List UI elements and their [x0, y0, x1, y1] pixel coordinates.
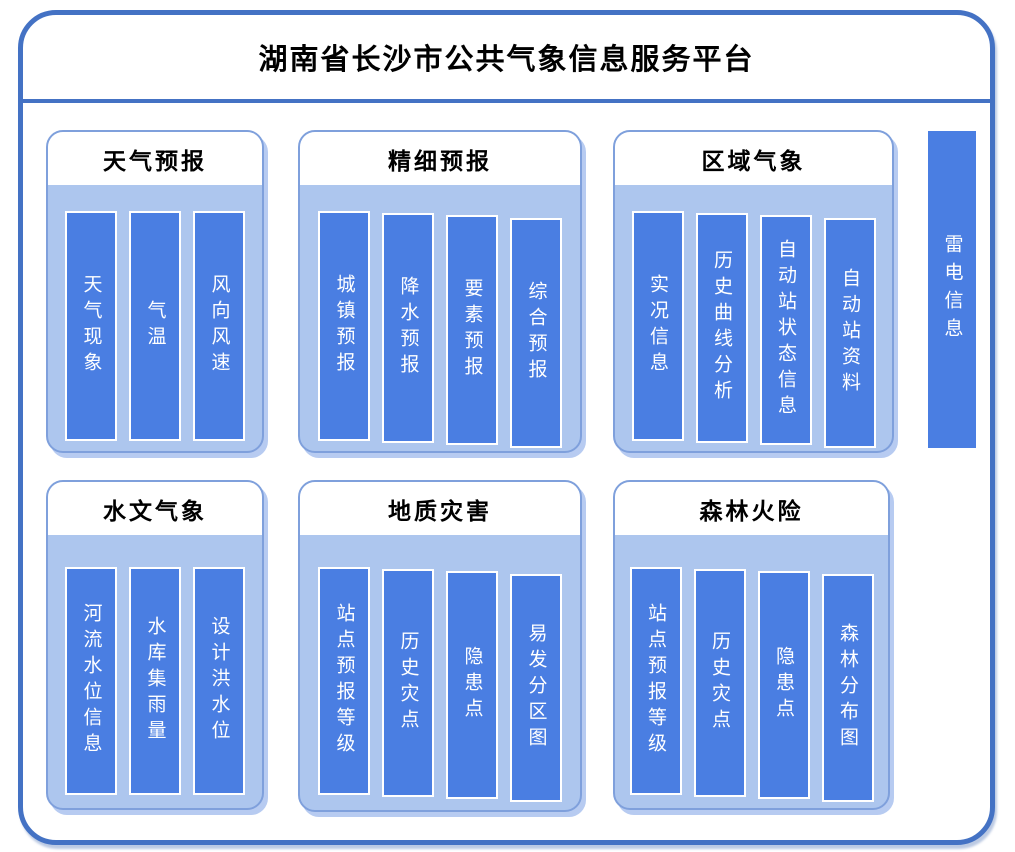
panel-title: 地质灾害	[300, 482, 580, 535]
bar-item: 水库集雨量	[129, 567, 181, 795]
bar-item: 自动站资料	[823, 218, 876, 448]
bar-item: 历史灾点	[693, 569, 746, 797]
bar-label: 历史曲线分析	[711, 250, 732, 406]
bar-item: 风向风速	[193, 211, 245, 441]
bar-item: 历史灾点	[382, 569, 434, 797]
panel-title: 天气预报	[48, 132, 262, 185]
panel-title: 水文气象	[48, 482, 262, 535]
bar-item: 城镇预报	[318, 211, 370, 441]
bar-item: 隐患点	[757, 571, 810, 799]
panel-regional-meteorology: 区域气象 实况信息 历史曲线分析 自动站状态信息 自动站资料	[613, 130, 894, 453]
lightning-info-bar: 雷电信息	[928, 131, 976, 448]
bar-item: 实况信息	[631, 211, 684, 441]
bar-label: 站点预报等级	[645, 603, 666, 759]
bar-label: 综合预报	[525, 281, 547, 385]
page-title: 湖南省长沙市公共气象信息服务平台	[258, 44, 755, 76]
bar-label: 自动站状态信息	[775, 239, 796, 421]
panel-body: 城镇预报 降水预报 要素预报 综合预报	[300, 185, 580, 451]
panel-title: 区域气象	[615, 132, 892, 185]
bar-label: 要素预报	[461, 278, 483, 382]
bar-item: 站点预报等级	[629, 567, 682, 795]
bar-label: 城镇预报	[333, 274, 355, 378]
bar-label: 实况信息	[647, 274, 668, 378]
bar-label: 河流水位信息	[80, 603, 102, 759]
bar-item: 河流水位信息	[65, 567, 117, 795]
bar-item: 自动站状态信息	[759, 215, 812, 445]
bar-item: 天气现象	[65, 211, 117, 441]
bar-label: 隐患点	[461, 646, 483, 724]
panel-weather-forecast: 天气预报 天气现象 气温 风向风速	[46, 130, 264, 453]
panel-body: 站点预报等级 历史灾点 隐患点 易发分区图	[300, 535, 580, 810]
panel-forest-fire-risk: 森林火险 站点预报等级 历史灾点 隐患点 森林分布图	[613, 480, 890, 810]
bar-item: 历史曲线分析	[695, 213, 748, 443]
bar-item: 要素预报	[446, 215, 498, 445]
panel-title: 精细预报	[300, 132, 580, 185]
panel-hydrological-meteorology: 水文气象 河流水位信息 水库集雨量 设计洪水位	[46, 480, 264, 810]
bar-label: 气温	[144, 300, 166, 352]
panel-geological-disaster: 地质灾害 站点预报等级 历史灾点 隐患点 易发分区图	[298, 480, 582, 812]
bar-label: 历史灾点	[397, 631, 419, 735]
bar-label: 历史灾点	[709, 631, 730, 735]
panel-fine-forecast: 精细预报 城镇预报 降水预报 要素预报 综合预报	[298, 130, 582, 453]
panel-body: 站点预报等级 历史灾点 隐患点 森林分布图	[615, 535, 888, 808]
bar-label: 降水预报	[397, 276, 419, 380]
bar-item: 气温	[129, 211, 181, 441]
title-bar: 湖南省长沙市公共气象信息服务平台	[23, 15, 990, 103]
bar-label: 设计洪水位	[208, 616, 230, 746]
bar-item: 森林分布图	[821, 574, 874, 802]
bar-item: 易发分区图	[510, 574, 562, 802]
bar-label: 站点预报等级	[333, 603, 355, 759]
bar-label: 易发分区图	[525, 623, 547, 753]
bar-label: 风向风速	[208, 274, 230, 378]
bar-label: 水库集雨量	[144, 616, 166, 746]
diagram-content: 天气预报 天气现象 气温 风向风速 精细预报 城镇预报 降水预报 要素预报 综合…	[23, 103, 990, 840]
bar-item: 设计洪水位	[193, 567, 245, 795]
bar-item: 站点预报等级	[318, 567, 370, 795]
panel-title: 森林火险	[615, 482, 888, 535]
bar-item: 降水预报	[382, 213, 434, 443]
bar-label: 隐患点	[773, 646, 794, 724]
panel-body: 天气现象 气温 风向风速	[48, 185, 262, 451]
bar-label: 天气现象	[80, 274, 102, 378]
bar-label: 森林分布图	[837, 623, 858, 753]
bar-label: 自动站资料	[839, 268, 860, 398]
panel-body: 河流水位信息 水库集雨量 设计洪水位	[48, 535, 262, 808]
panel-body: 实况信息 历史曲线分析 自动站状态信息 自动站资料	[615, 185, 892, 451]
diagram-frame: 湖南省长沙市公共气象信息服务平台 天气预报 天气现象 气温 风向风速 精细预报 …	[18, 10, 995, 845]
bar-item: 综合预报	[510, 218, 562, 448]
bar-item: 隐患点	[446, 571, 498, 799]
bar-label: 雷电信息	[941, 233, 963, 346]
